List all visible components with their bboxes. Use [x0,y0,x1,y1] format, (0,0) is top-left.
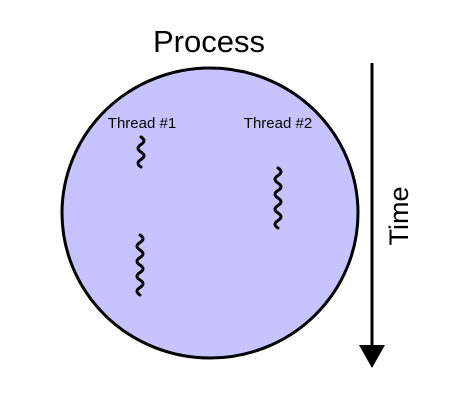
thread-2-label: Thread #2 [244,115,312,132]
process-title: Process [153,24,265,59]
thread-1-squiggle-lower [135,233,145,297]
time-arrow-head [359,345,385,368]
thread-1-label: Thread #1 [108,115,176,132]
time-label: Time [384,187,414,246]
thread-2-squiggle [273,166,283,230]
thread-1-squiggle-upper [136,135,146,169]
process-circle [60,66,360,360]
